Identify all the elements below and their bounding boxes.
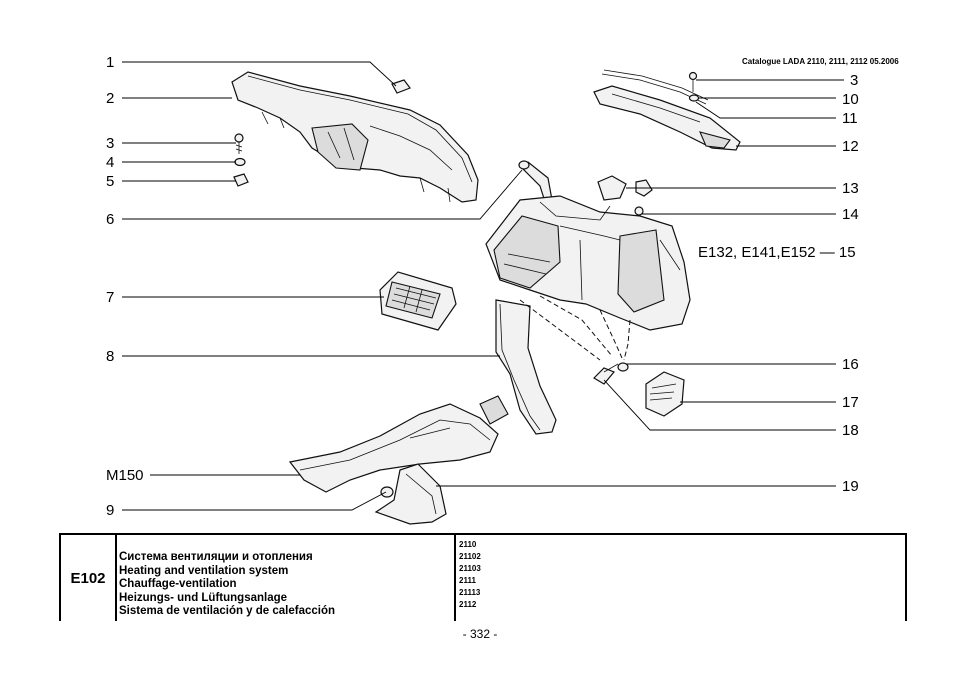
callout-6: 6 <box>106 211 114 228</box>
callout-8: 8 <box>106 348 114 365</box>
part-2-dashboard-frame <box>231 71 479 203</box>
callout-19: 19 <box>842 478 859 495</box>
callout-13: 13 <box>842 180 859 197</box>
callout-4: 4 <box>106 154 114 171</box>
title-block: E102 Система вентиляции и отопления Heat… <box>59 533 907 621</box>
section-code: E102 <box>61 535 117 621</box>
title-english: Heating and ventilation system <box>119 564 289 577</box>
part-16-fastener <box>617 362 629 372</box>
callout-M150: M150 <box>106 467 144 484</box>
model-code: 2112 <box>459 600 477 609</box>
model-code: 21113 <box>459 588 481 597</box>
part-M150-floor-duct <box>288 403 499 493</box>
callout-18: 18 <box>842 422 859 439</box>
part-7-side-vent <box>379 271 457 331</box>
alignment-dashes <box>519 295 631 361</box>
callout-2: 2 <box>106 90 114 107</box>
callout-17: 17 <box>842 394 859 411</box>
model-code: 2111 <box>459 576 476 585</box>
callout-14: 14 <box>842 206 859 223</box>
title-russian: Система вентиляции и отопления <box>119 551 313 563</box>
callout-12: 12 <box>842 138 859 155</box>
callout-9: 9 <box>106 502 114 519</box>
part-12-cover <box>593 85 741 151</box>
model-code: 2110 <box>459 540 477 549</box>
leader-lines <box>122 61 844 511</box>
callout-16: 16 <box>842 356 859 373</box>
callout-3-left: 3 <box>106 135 114 152</box>
title-french: Chauffage-ventilation <box>119 578 237 590</box>
part-3-screw-right <box>688 71 698 92</box>
part-9-fastener <box>380 486 394 498</box>
model-code: 21103 <box>459 564 481 573</box>
part-4-washer <box>234 157 246 167</box>
part-10-washer <box>688 94 700 102</box>
part-17-small-vent <box>645 371 685 417</box>
title-spanish: Sistema de ventilación y de calefacción <box>119 605 336 617</box>
part-19-deflector <box>374 463 447 525</box>
callout-1: 1 <box>106 54 114 71</box>
model-code: 21102 <box>459 552 481 561</box>
callout-3-right: 3 <box>850 72 858 89</box>
callout-11: 11 <box>842 110 858 127</box>
callout-10: 10 <box>842 91 859 108</box>
section-titles: Система вентиляции и отопления Heating a… <box>119 551 449 619</box>
callout-15: E132, E141,E152 — 15 <box>698 244 856 261</box>
part-1-clip <box>391 79 411 94</box>
part-3-screw-left <box>234 133 244 154</box>
part-8-duct <box>479 299 557 435</box>
callout-5: 5 <box>106 173 114 190</box>
catalogue-header: Catalogue LADA 2110, 2111, 2112 05.2006 <box>742 57 899 66</box>
part-18-screw <box>593 363 619 385</box>
callout-7: 7 <box>106 289 114 306</box>
model-list: 2110 21102 21103 2111 21113 2112 <box>454 535 907 621</box>
title-german: Heizungs- und Lüftungsanlage <box>119 591 288 604</box>
page-number: - 332 - <box>462 627 498 641</box>
part-14-nut <box>634 206 644 216</box>
part-5-clip-nut <box>233 173 249 187</box>
part-15-heater-assembly <box>485 195 691 331</box>
